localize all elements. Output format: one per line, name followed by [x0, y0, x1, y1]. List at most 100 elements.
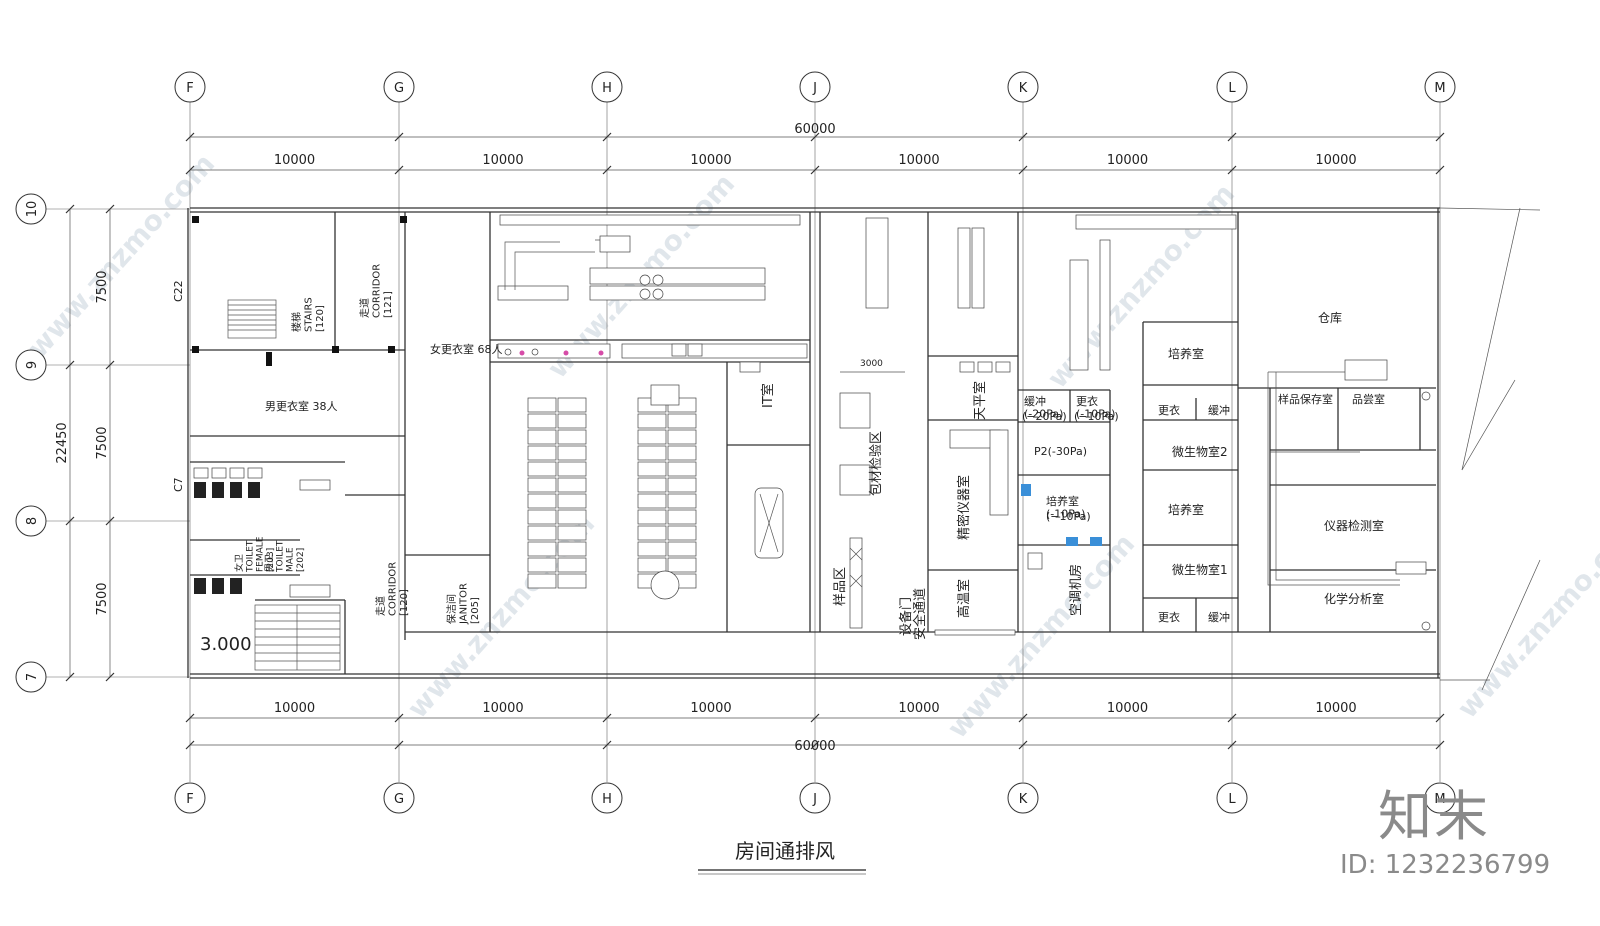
room-label-ahu-room: 空调机房 [1068, 564, 1084, 616]
room-label-instrument-test: 仪器检测室 [1324, 518, 1384, 533]
room-label-buffer-20: 缓冲(-20Pa) [1024, 394, 1063, 421]
room-label-p2: P2(-30Pa) [1034, 445, 1087, 458]
bay-dim: 10000 [898, 153, 939, 168]
workstation-desk [557, 493, 587, 509]
room-label-corridor-mid: 走道CORRIDOR[120] [374, 562, 410, 616]
image-id-label: ID: 1232236799 [1340, 850, 1551, 880]
workstation-desk [667, 541, 697, 557]
workstation-desk [667, 557, 697, 573]
watermark-site: www.znzmo.com [1451, 507, 1600, 725]
grid-bubble-label: L [1228, 792, 1236, 807]
room-label-buffer-1: 缓冲 [1208, 403, 1230, 417]
room-label-sample-storage: 样品保存室 [1278, 392, 1333, 406]
bay-dim: 10000 [898, 701, 939, 716]
workstation-desk [667, 509, 697, 525]
row-dim: 7500 [95, 582, 110, 615]
room-label-packaging-check: 包材检验区 [868, 431, 884, 496]
workstation-desk [667, 477, 697, 493]
workstation-desk [557, 413, 587, 429]
packaging-area-fixtures [839, 217, 905, 629]
grid-bubble-9 [15, 349, 47, 381]
toilet-fixtures [193, 467, 331, 598]
row-dim: 7500 [95, 426, 110, 459]
bay-dim: 10000 [690, 153, 731, 168]
room-label-it-room: IT室 [760, 383, 776, 408]
drawing-title-block: 房间通排风 [698, 839, 866, 875]
grid-bubble-J [799, 71, 831, 103]
grid-bubble-label: M [1434, 81, 1445, 96]
room-label-buffer-2: 缓冲 [1208, 610, 1230, 624]
room-label-precision-instrument: 精密仪器室 [956, 475, 972, 540]
room-label-safety-passage: 安全通道 [912, 588, 928, 640]
workstation-desk [557, 429, 587, 445]
room-label-janitor: 保洁间JANITOR[205] [445, 583, 481, 625]
grid-bubble-label: H [602, 81, 612, 96]
workstation-desk [527, 429, 557, 445]
room-label-stairs: 楼梯STAIRS[120] [290, 297, 326, 332]
workstation-desk [527, 477, 557, 493]
workstation-desk [667, 525, 697, 541]
room-label-chem-analysis: 化学分析室 [1324, 591, 1384, 606]
room-label-warehouse: 仓库 [1318, 310, 1342, 325]
grid-bubble-L [1216, 782, 1248, 814]
workstation-desk [637, 413, 667, 429]
workstation-desk [637, 541, 667, 557]
room-label-micro-2: 微生物室2 [1172, 444, 1228, 459]
workstation-desk [527, 445, 557, 461]
grid-bubble-J [799, 782, 831, 814]
bay-dim: 10000 [1107, 153, 1148, 168]
watermark-site: www.znzmo.com [21, 147, 222, 365]
building-walls [187, 207, 1541, 691]
grid-bubble-M [1424, 71, 1456, 103]
workstation-desk [667, 413, 697, 429]
ventilation-ducts [1267, 359, 1431, 631]
room-label-toilet-male: 男卫TOILETMALE[202] [264, 540, 306, 573]
drawing-title: 房间通排风 [735, 839, 835, 863]
room-label-locker-38: 男更衣室 38人 [265, 399, 338, 413]
grid-bubble-label: G [394, 792, 404, 807]
workstation-desk [557, 573, 587, 589]
side-label-c22: C22 [172, 280, 185, 302]
grid-bubble-H [591, 71, 623, 103]
grid-bubble-label: K [1019, 792, 1028, 807]
room-label-change-10: 更衣(-10Pa) [1076, 394, 1115, 421]
room-labels: 走道CORRIDOR[121] 楼梯STAIRS[120] 女更衣室 68人 男… [172, 264, 1385, 655]
conference-table [650, 384, 784, 600]
workstation-desk [637, 461, 667, 477]
workstation-desk [527, 509, 557, 525]
room-label-micro-1: 微生物室1 [1172, 562, 1228, 577]
bay-dim: 10000 [482, 701, 523, 716]
room-label-locker-68: 女更衣室 68人 [430, 342, 503, 356]
workstation-desk [637, 445, 667, 461]
grid-bubble-G [383, 71, 415, 103]
room-label-culture-10: 培养室(-10Pa) [1046, 494, 1085, 521]
room-label-buffer-20-pa: (−20Pa) [1022, 410, 1067, 423]
grid-bubble-7 [15, 661, 47, 693]
workstation-desk [557, 509, 587, 525]
room-label-corridor-top: 走道CORRIDOR[121] [358, 264, 394, 318]
grid-bubble-label: 9 [25, 361, 40, 369]
lab-fixtures [934, 214, 1237, 636]
workstation-desk [667, 445, 697, 461]
workstation-desk [527, 397, 557, 413]
workstation-desk [557, 525, 587, 541]
grid-bubble-label: 8 [25, 517, 40, 525]
room-label-culture-10-pa: (−10Pa) [1046, 510, 1091, 523]
bay-dim: 10000 [1315, 153, 1356, 168]
grid-bubble-F [174, 782, 206, 814]
grid-bubble-label: J [812, 792, 817, 807]
row-dim: 7500 [95, 270, 110, 303]
grid-bubble-label: M [1434, 792, 1445, 807]
grid-bubble-8 [15, 505, 47, 537]
bay-dim: 10000 [274, 153, 315, 168]
workstation-desk [667, 461, 697, 477]
workstation-desk [637, 493, 667, 509]
office-workstations [527, 397, 697, 589]
room-label-equipment-door: 设备门 [898, 597, 914, 636]
room-label-change-10-pa: (−10Pa) [1074, 410, 1119, 423]
grid-bubble-K [1007, 782, 1039, 814]
workstation-desk [667, 493, 697, 509]
